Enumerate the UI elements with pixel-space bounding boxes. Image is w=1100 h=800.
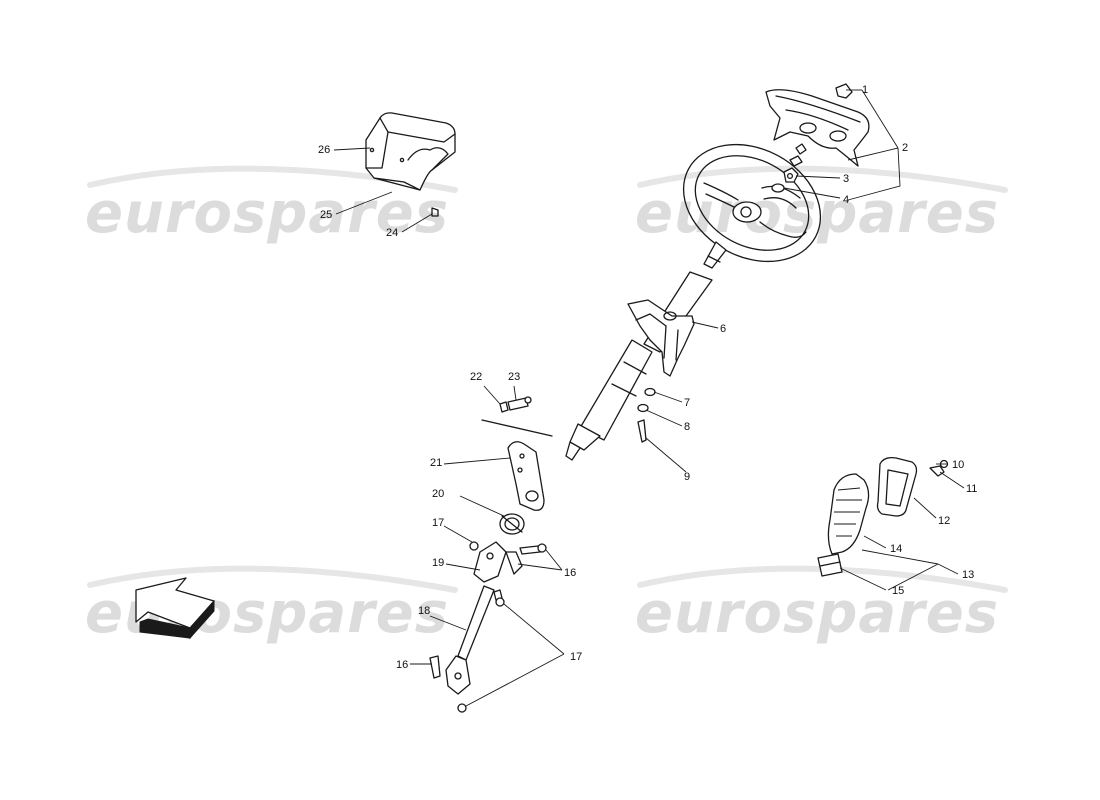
horn-pad-part — [765, 83, 870, 167]
lower-shaft-part — [429, 541, 547, 713]
callout-26: 26 — [318, 144, 330, 156]
callout-2: 2 — [902, 142, 908, 154]
steering-column-part — [565, 241, 727, 461]
boot-part — [817, 456, 949, 577]
watermark-text: eurospares — [635, 581, 999, 646]
callout-20: 20 — [432, 488, 444, 500]
callout-12: 12 — [938, 515, 950, 527]
callout-17: 17 — [570, 651, 582, 663]
callout-4: 4 — [843, 194, 849, 206]
callout-9: 9 — [684, 471, 690, 483]
callout-23: 23 — [508, 371, 520, 383]
callout-16: 16 — [396, 659, 408, 671]
washer-part — [637, 387, 656, 443]
callout-16: 16 — [564, 567, 576, 579]
direction-arrow-icon — [135, 577, 215, 640]
callout-labels: 1 2 3 4 6 7 8 9 10 11 12 13 14 15 16 16 … — [318, 84, 977, 671]
watermark-swoosh — [637, 165, 1008, 193]
callout-22: 22 — [470, 371, 482, 383]
steering-wheel-part — [682, 143, 822, 263]
callout-24: 24 — [386, 227, 398, 239]
watermark-text: eurospares — [85, 181, 449, 246]
leader-lines — [333, 89, 965, 707]
callout-13: 13 — [962, 569, 974, 581]
callout-8: 8 — [684, 421, 690, 433]
callout-1: 1 — [862, 84, 868, 96]
callout-6: 6 — [720, 323, 726, 335]
watermark-swoosh — [87, 565, 458, 593]
rubber-bush-part — [499, 513, 525, 535]
callout-7: 7 — [684, 397, 690, 409]
callout-10: 10 — [952, 459, 964, 471]
callout-14: 14 — [890, 543, 902, 555]
callout-11: 11 — [966, 483, 977, 495]
callout-19: 19 — [432, 557, 444, 569]
column-cover-part — [365, 112, 456, 217]
nut-part — [771, 167, 799, 193]
callout-25: 25 — [320, 209, 332, 221]
watermark-group: eurospares eurospares eurospares eurospa… — [85, 165, 1008, 646]
callout-21: 21 — [430, 457, 442, 469]
callout-3: 3 — [843, 173, 849, 185]
callout-17: 17 — [432, 517, 444, 529]
bracket-part — [481, 396, 553, 511]
callout-18: 18 — [418, 605, 430, 617]
watermark-swoosh — [637, 565, 1008, 593]
callout-15: 15 — [892, 585, 904, 597]
